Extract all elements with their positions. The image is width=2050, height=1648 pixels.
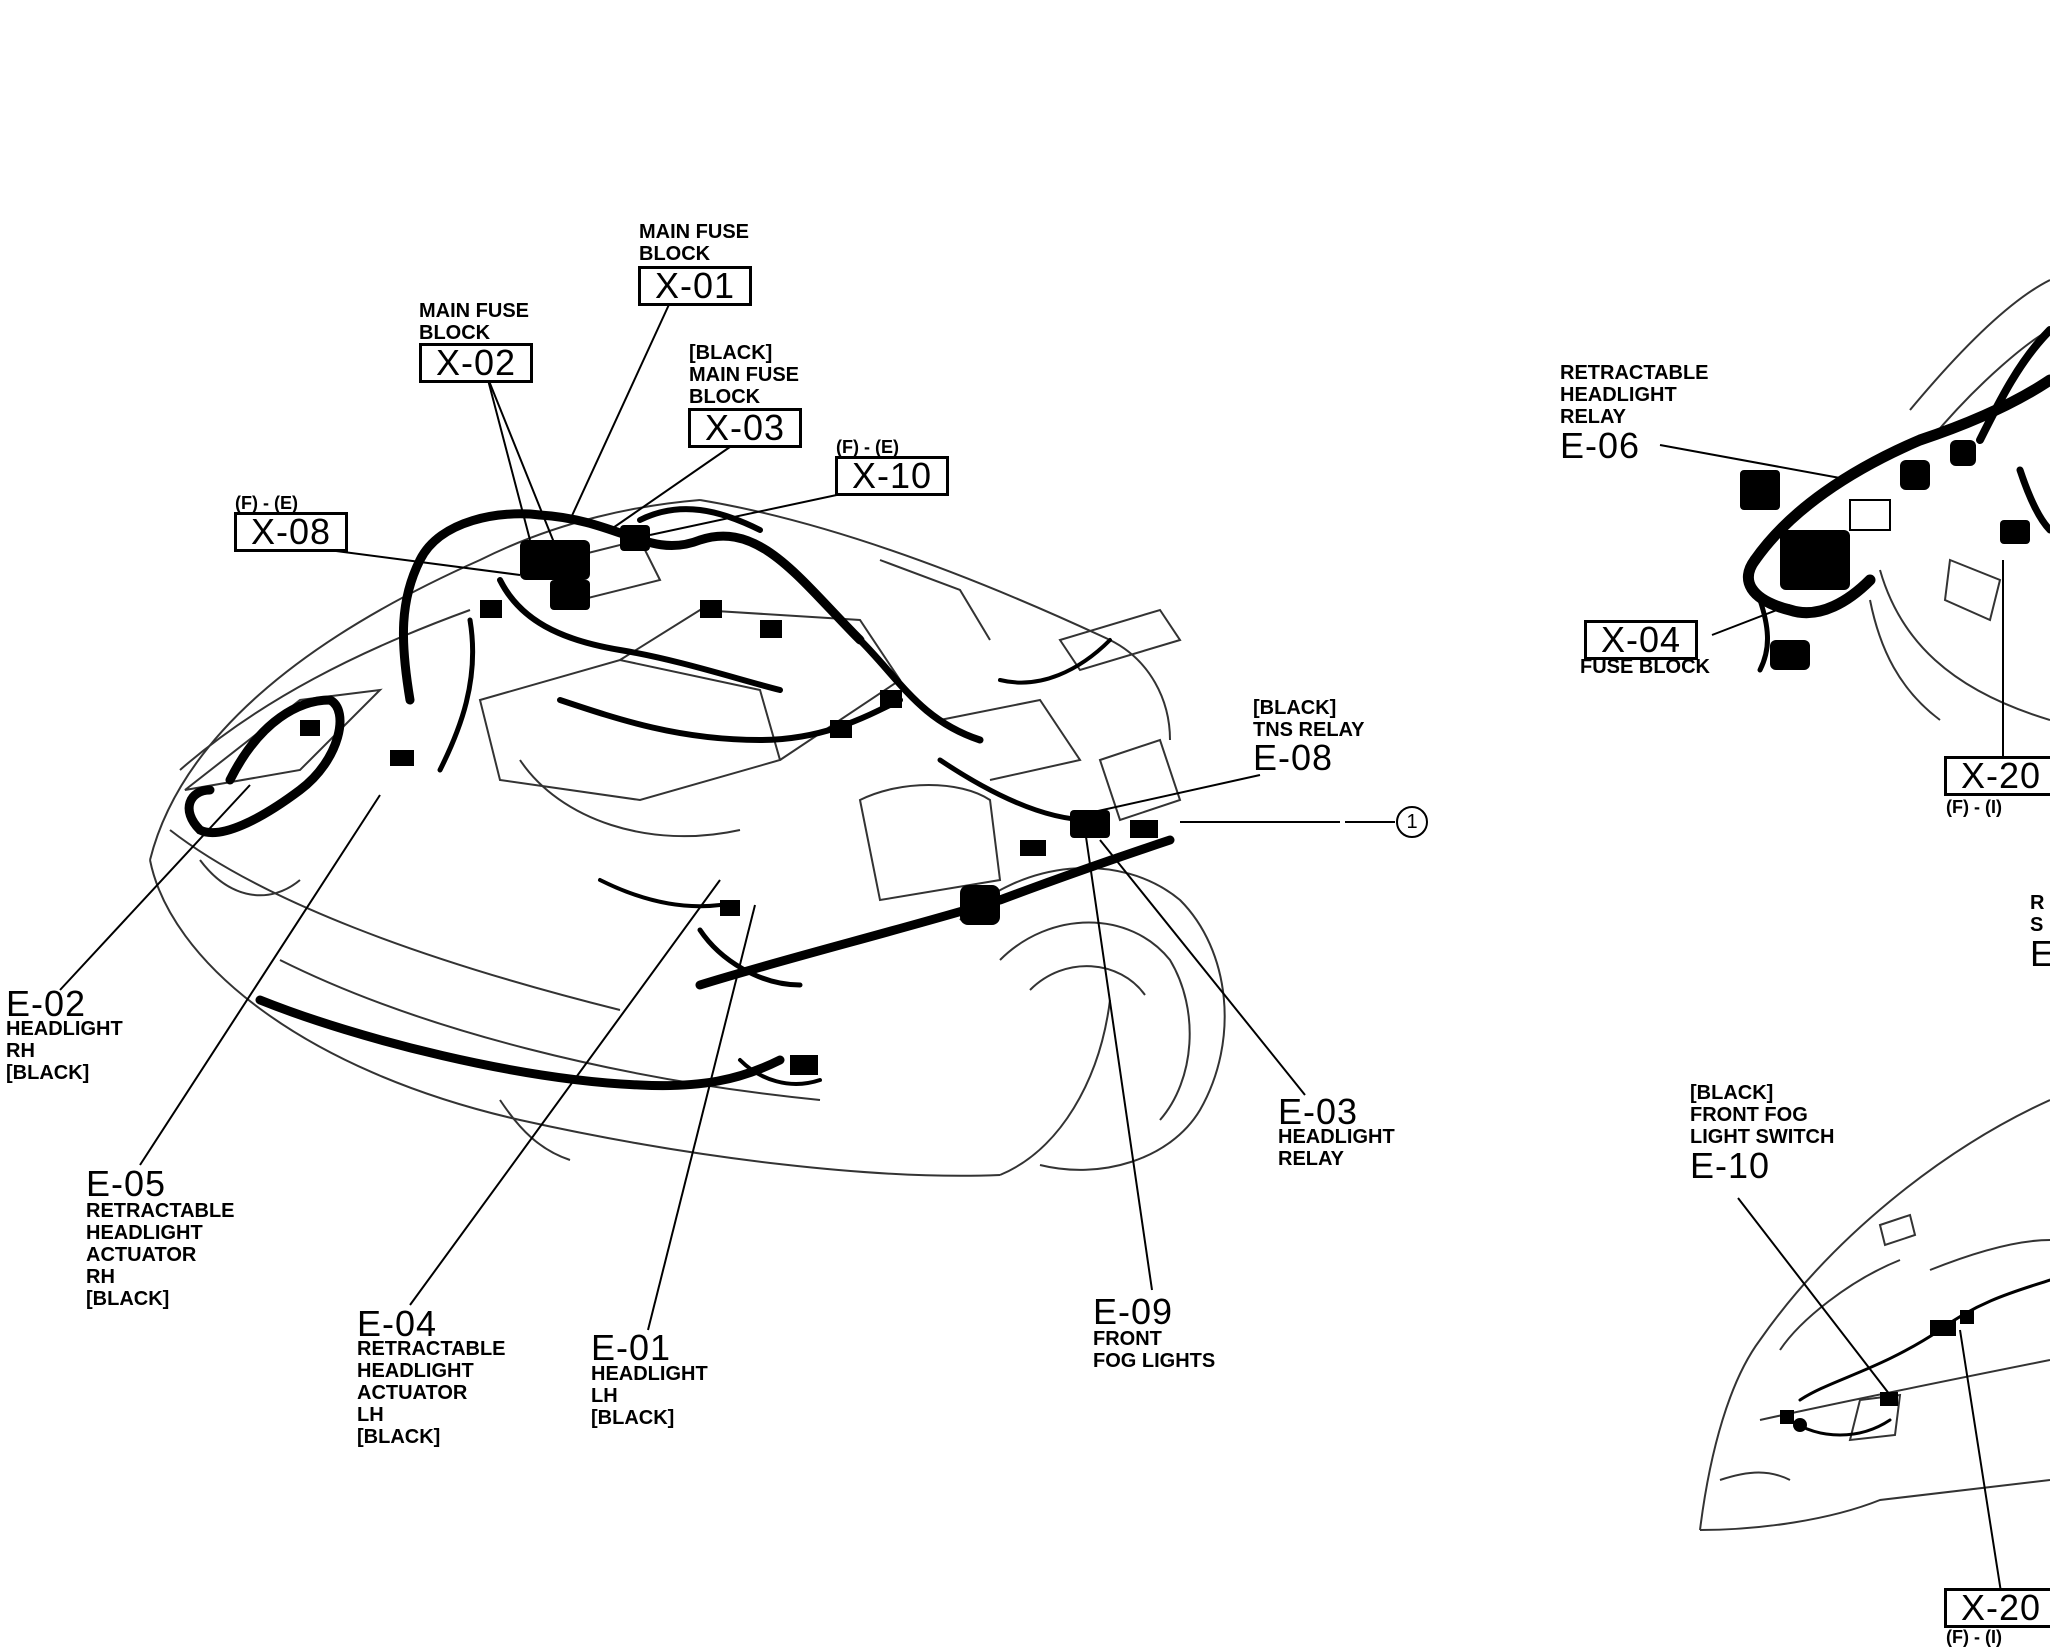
partial-label-clip: R S E bbox=[2030, 892, 2050, 1002]
circle-marker-1: 1 bbox=[1396, 806, 1428, 838]
e02-code: E-02 bbox=[6, 983, 87, 1024]
e01-code: E-01 bbox=[591, 1327, 672, 1368]
x20-bottom-clip: X-20 (F) - (I) bbox=[1944, 1588, 2050, 1648]
x08-code: X-08 bbox=[234, 512, 349, 552]
x20-bottom-side: (F) - (I) bbox=[1946, 1627, 2002, 1647]
x08-side: (F) - (E) bbox=[235, 493, 298, 513]
interior-outline bbox=[1869, 279, 2050, 721]
x02-code: X-02 bbox=[419, 343, 534, 383]
e03-description: HEADLIGHT RELAY bbox=[1278, 1126, 1395, 1170]
e08-description: [BLACK] TNS RELAY bbox=[1253, 697, 1365, 741]
x20-bottom-code: X-20 bbox=[1944, 1588, 2050, 1628]
x10-code: X-10 bbox=[835, 456, 950, 496]
x20-top-code: X-20 bbox=[1944, 756, 2050, 796]
e01-description: HEADLIGHT LH [BLACK] bbox=[591, 1363, 708, 1429]
e08-code: E-08 bbox=[1253, 737, 1334, 778]
x03-description: [BLACK] MAIN FUSE BLOCK bbox=[689, 342, 799, 408]
e09-description: FRONT FOG LIGHTS bbox=[1093, 1328, 1216, 1372]
x10-side: (F) - (E) bbox=[836, 437, 899, 457]
e03-code: E-03 bbox=[1278, 1091, 1359, 1132]
x01-code: X-01 bbox=[638, 266, 753, 306]
e09-code: E-09 bbox=[1093, 1291, 1174, 1332]
e04-description: RETRACTABLE HEADLIGHT ACTUATOR LH [BLACK… bbox=[357, 1338, 506, 1448]
wiring-harness bbox=[184, 506, 1175, 1091]
interior-harness bbox=[1740, 326, 2050, 673]
x20-top-clip: X-20 (F) - (I) bbox=[1944, 756, 2050, 826]
leader-lines-right-top bbox=[1659, 444, 2004, 765]
dashboard-harness bbox=[1780, 1278, 2050, 1437]
x04-description: FUSE BLOCK bbox=[1580, 656, 1710, 678]
e04-code: E-04 bbox=[357, 1303, 438, 1344]
e02-description: HEADLIGHT RH [BLACK] bbox=[6, 1018, 123, 1084]
e06-code: E-06 bbox=[1560, 425, 1641, 466]
x04-code: X-04 bbox=[1584, 620, 1699, 660]
leader-lines-right-bottom bbox=[1737, 1197, 2004, 1606]
x02-description: MAIN FUSE BLOCK bbox=[419, 300, 529, 344]
x01-description: MAIN FUSE BLOCK bbox=[639, 221, 749, 265]
car-body-outline bbox=[149, 499, 1226, 1177]
e06-description: RETRACTABLE HEADLIGHT RELAY bbox=[1560, 362, 1709, 428]
e05-code: E-05 bbox=[86, 1163, 167, 1204]
partial-label-code: E bbox=[2030, 933, 2050, 974]
dashboard-outline bbox=[1699, 1099, 2050, 1531]
e10-description: [BLACK] FRONT FOG LIGHT SWITCH bbox=[1690, 1082, 1835, 1148]
x03-code: X-03 bbox=[688, 408, 803, 448]
e10-code: E-10 bbox=[1690, 1145, 1771, 1186]
x20-top-side: (F) - (I) bbox=[1946, 797, 2002, 817]
partial-label-description: R S bbox=[2030, 892, 2045, 936]
e05-description: RETRACTABLE HEADLIGHT ACTUATOR RH [BLACK… bbox=[86, 1200, 235, 1310]
